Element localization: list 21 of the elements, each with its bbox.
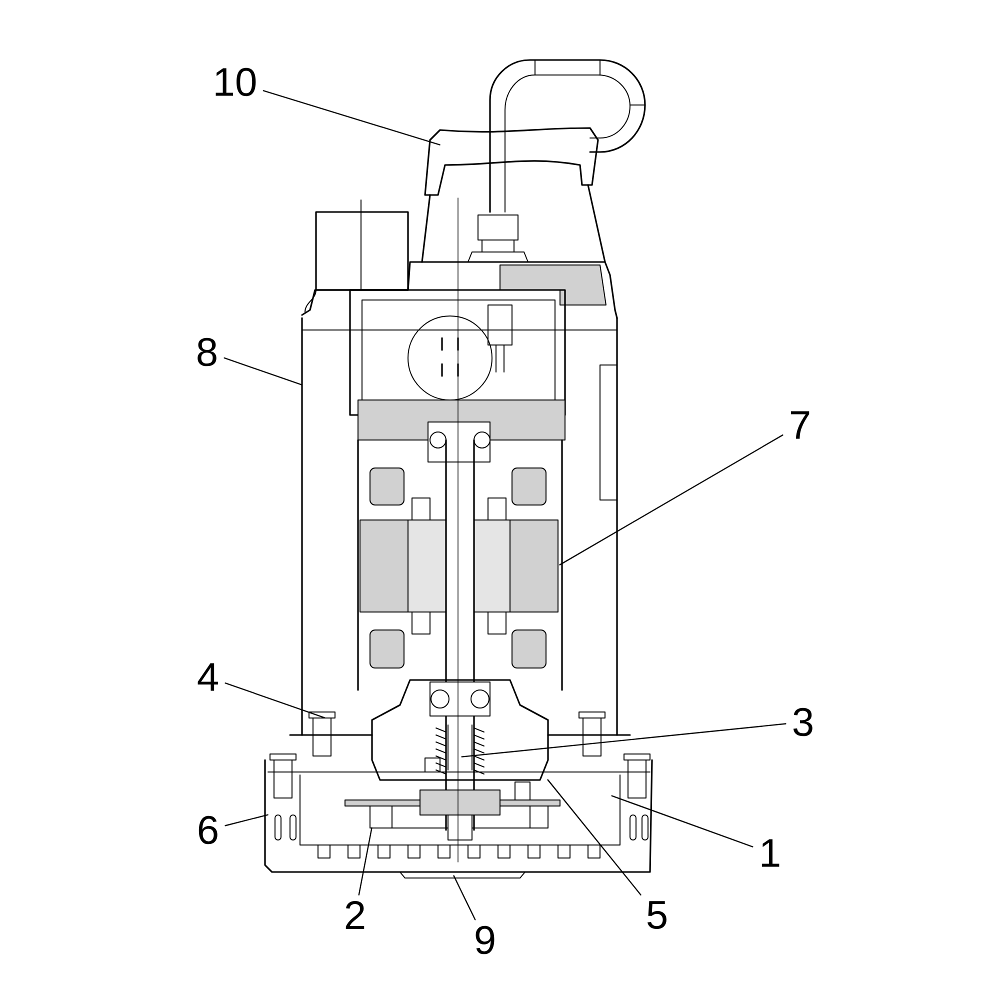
callout-number: 6 bbox=[198, 816, 218, 844]
leader-line bbox=[224, 357, 302, 386]
callout-number: 3 bbox=[793, 708, 812, 736]
leader-line bbox=[559, 434, 784, 566]
callout-number: 8 bbox=[198, 338, 216, 366]
callout-number: 5 bbox=[647, 901, 666, 929]
callout-number: 2 bbox=[346, 901, 364, 929]
callout-number: 1 bbox=[762, 839, 780, 867]
leader-line bbox=[547, 779, 642, 896]
callout-number: 9 bbox=[476, 926, 494, 954]
callout-number: 4 bbox=[198, 663, 218, 691]
leader-line bbox=[453, 875, 476, 920]
callout-number: 10 bbox=[216, 68, 256, 96]
pump-drawing bbox=[264, 59, 653, 878]
leader-line bbox=[224, 682, 326, 718]
leader-line bbox=[461, 723, 786, 758]
leader-line bbox=[611, 795, 754, 848]
leader-line bbox=[262, 90, 440, 146]
callout-number: 7 bbox=[790, 411, 810, 439]
leader-line bbox=[224, 814, 268, 826]
leader-line bbox=[358, 827, 372, 896]
